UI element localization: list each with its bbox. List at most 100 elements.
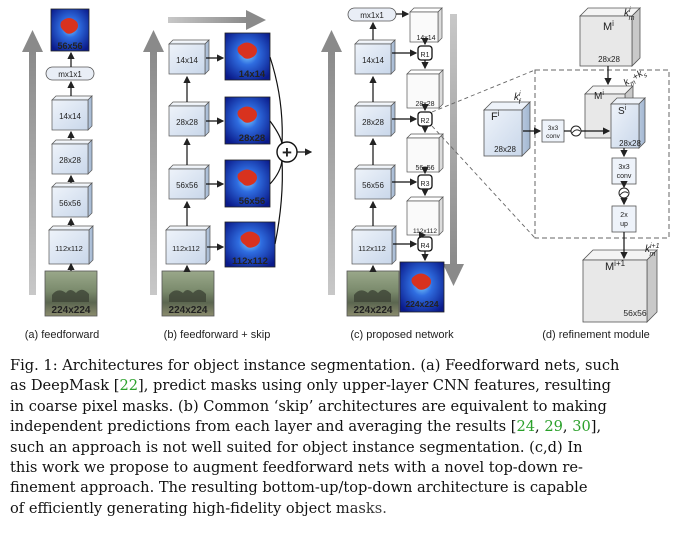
- refine-node-r4: R4: [417, 236, 433, 252]
- layer-size-label: 56x56: [59, 199, 81, 208]
- pool-label: mx1x1: [58, 70, 82, 79]
- f-size: 28x28: [494, 145, 516, 154]
- mask-output: 28x28: [224, 96, 271, 145]
- m-out-name: M: [605, 261, 614, 273]
- mask-size-label: 224x224: [405, 299, 438, 309]
- layer-cube: 14x14: [354, 39, 396, 75]
- layer-cube: 28x28: [168, 101, 210, 137]
- svg-text:Mi: Mi: [594, 90, 604, 102]
- layer-size-label: 56x56: [362, 181, 384, 190]
- refine-label: R1: [421, 52, 430, 59]
- conv-label: 3x3: [618, 164, 629, 171]
- sum-node: +: [276, 141, 298, 163]
- k-f-sup: i: [519, 91, 521, 98]
- concat-k1: k: [622, 76, 633, 89]
- f-name: F: [491, 111, 498, 123]
- panel-caption: (a) feedforward: [25, 329, 100, 341]
- mask-feature-cube-out: [582, 249, 658, 323]
- flow-arrow-up-icon: [143, 30, 164, 295]
- caption-line: Fig. 1: Architectures for object instanc…: [10, 357, 620, 374]
- sum-symbol: +: [282, 143, 292, 162]
- refinement-module-frame: [534, 69, 670, 239]
- refine-node-r2: R2: [417, 111, 433, 127]
- zoom-lines: [431, 69, 536, 239]
- refine-node-r3: R3: [417, 174, 433, 190]
- panel-b: 224x224 112x112 56x56 28x28 14x14: [143, 10, 313, 341]
- s-size: 28x28: [619, 139, 641, 148]
- svg-text:kif: kif: [514, 91, 522, 106]
- up-label: 2x: [620, 212, 628, 219]
- flow-arrow-up-icon: [22, 30, 43, 295]
- caption-line: finement approach. The resulting bottom-…: [10, 479, 588, 497]
- k-f-name: k: [514, 92, 520, 103]
- architecture-figure: 224x224 112x112 56x56 28x28 14x14: [22, 7, 670, 341]
- citation-link[interactable]: 22: [119, 377, 139, 395]
- refine-label: R2: [421, 118, 430, 125]
- mask-size-label: 112x112: [232, 256, 268, 267]
- layer-cube: 14x14: [51, 95, 93, 131]
- mask-size-label: 28x28: [239, 133, 265, 144]
- caption-line: this work we propose to augment feedforw…: [10, 459, 583, 477]
- layer-size-label: 112x112: [413, 228, 437, 235]
- panel-caption: (d) refinement module: [542, 329, 650, 341]
- layer-size-label: 14x14: [362, 56, 384, 65]
- k-m-sub: m: [629, 15, 635, 22]
- topdown-cube: 56x56: [406, 133, 444, 173]
- k-out-sub: m: [650, 251, 656, 258]
- svg-text:kim: kim: [624, 7, 635, 22]
- pool-node: mx1x1: [45, 66, 95, 81]
- conv-label: conv: [546, 133, 560, 140]
- m-top-name: M: [603, 21, 612, 33]
- caption-line: of efficiently generating high-fidelity …: [10, 499, 387, 517]
- layer-size-label: 14x14: [59, 112, 81, 121]
- topdown-cube: 28x28: [406, 69, 444, 109]
- citation-link[interactable]: 29: [544, 418, 563, 436]
- layer-cube: 112x112: [351, 225, 397, 265]
- up-label: up: [620, 221, 628, 228]
- flow-arrow-right-icon: [168, 10, 266, 30]
- m-top-sup: i: [612, 19, 614, 28]
- upsample-block: 2x up: [611, 205, 637, 233]
- refine-label: R4: [421, 243, 430, 250]
- input-image: 224x224: [161, 270, 215, 317]
- layer-cube: 56x56: [168, 164, 210, 200]
- input-image: 224x224: [44, 270, 98, 317]
- svg-text:Mi: Mi: [603, 19, 614, 33]
- conv-block: 3x3 conv: [611, 157, 637, 185]
- m-out-size: 56x56: [623, 308, 646, 318]
- mask-size-label: 14x14: [239, 69, 266, 80]
- panel-a: 224x224 112x112 56x56 28x28 14x14: [22, 8, 100, 341]
- mask-output: 56x56: [224, 159, 271, 208]
- flow-arrow-up-icon: [321, 30, 342, 295]
- m-mid-sup: i: [602, 90, 604, 97]
- k-m-sup: i: [629, 7, 631, 14]
- k-out-sup: i+1: [650, 243, 660, 250]
- panel-c: 224x224 112x112 56x56 28x28 14x14: [321, 7, 464, 341]
- layer-cube: 56x56: [51, 182, 93, 218]
- f-sup: i: [498, 109, 500, 118]
- layer-cube: 28x28: [51, 139, 93, 175]
- citation-link[interactable]: 24: [516, 418, 536, 436]
- svg-text:km+ks: km+ks: [622, 66, 650, 90]
- k-f-sub: f: [519, 99, 522, 106]
- layer-size-label: 28x28: [362, 118, 384, 127]
- m-mid-name: M: [594, 91, 602, 102]
- mask-output: 56x56: [50, 8, 90, 52]
- image-fade-overlay: [330, 500, 679, 545]
- svg-text:Fi: Fi: [491, 109, 500, 123]
- layer-cube: 56x56: [354, 164, 396, 200]
- s-sup: i: [625, 105, 627, 112]
- caption-line: such an approach is not well suited for …: [10, 438, 583, 456]
- mask-output: 112x112: [224, 221, 276, 268]
- s-feature-cube: [610, 97, 646, 149]
- citation-link[interactable]: 30: [572, 418, 591, 436]
- input-size-label: 224x224: [52, 305, 91, 316]
- layer-size-label: 28x28: [59, 156, 81, 165]
- svg-text:Mi+1: Mi+1: [605, 259, 626, 273]
- layer-size-label: 112x112: [358, 244, 386, 253]
- layer-cube: 28x28: [354, 101, 396, 137]
- caption-line: as DeepMask [22], predict masks using on…: [10, 377, 611, 395]
- relu-icon: [570, 125, 582, 137]
- layer-size-label: 14x14: [176, 56, 198, 65]
- layer-cube: 112x112: [48, 225, 94, 265]
